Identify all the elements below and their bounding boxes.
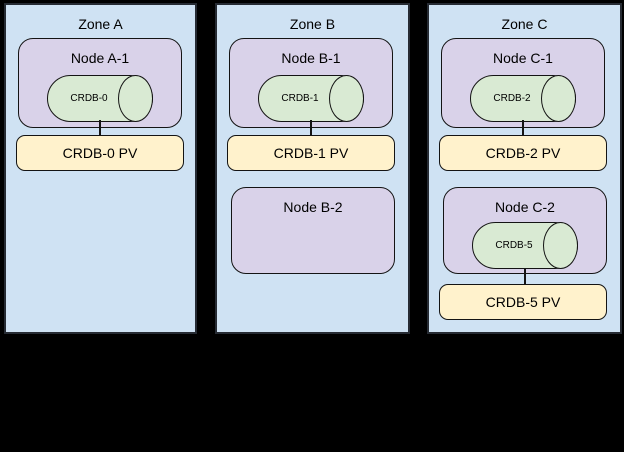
pod-cylinder-end-cap [541, 75, 576, 122]
zone-c: Zone C Node C-1 CRDB-2 CRDB-2 PV Node C-… [427, 3, 622, 334]
pod-crdb-1-label: CRDB-1 [281, 93, 319, 104]
pv-crdb-5: CRDB-5 PV [439, 284, 607, 320]
node-c-2-label: Node C-2 [495, 199, 555, 215]
node-b-2: Node B-2 [231, 187, 395, 274]
pod-cylinder-end-cap [118, 75, 153, 122]
pod-crdb-5: CRDB-5 [472, 222, 578, 269]
node-b-2-label: Node B-2 [283, 199, 343, 215]
pod-crdb-1: CRDB-1 [258, 75, 364, 122]
zone-c-label: Zone C [501, 16, 548, 32]
node-c-1-label: Node C-1 [493, 50, 553, 66]
connector-crdb-0-to-pv [99, 120, 101, 136]
pv-crdb-0: CRDB-0 PV [16, 135, 184, 171]
pod-crdb-2-label: CRDB-2 [493, 93, 531, 104]
pv-crdb-1: CRDB-1 PV [227, 135, 395, 171]
node-b-1-label: Node B-1 [281, 50, 341, 66]
pod-cylinder-end-cap [329, 75, 364, 122]
pod-crdb-5-label: CRDB-5 [495, 240, 533, 251]
connector-crdb-2-to-pv [522, 120, 524, 136]
connector-crdb-5-to-pv [524, 268, 526, 285]
zone-a: Zone A Node A-1 CRDB-0 CRDB-0 PV [4, 3, 197, 334]
pod-crdb-0: CRDB-0 [47, 75, 153, 122]
pv-crdb-2: CRDB-2 PV [439, 135, 607, 171]
pod-crdb-0-label: CRDB-0 [70, 93, 108, 104]
zone-b: Zone B Node B-1 CRDB-1 CRDB-1 PV Node B-… [215, 3, 410, 334]
zone-a-label: Zone A [78, 16, 123, 32]
connector-crdb-1-to-pv [310, 120, 312, 136]
pod-cylinder-end-cap [543, 222, 578, 269]
pod-crdb-2: CRDB-2 [470, 75, 576, 122]
zone-b-label: Zone B [289, 16, 336, 32]
node-a-1-label: Node A-1 [70, 50, 130, 66]
